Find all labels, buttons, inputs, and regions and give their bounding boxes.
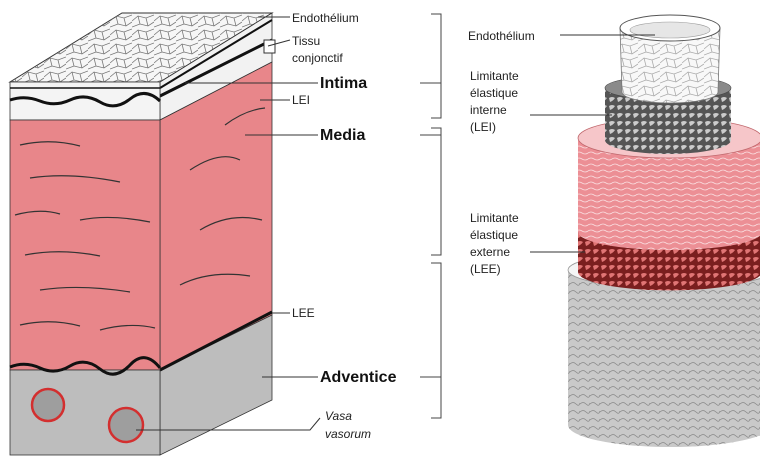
bracket-media: [420, 128, 441, 255]
label-lee-line1: Limitante: [470, 211, 519, 225]
block-front-media: [10, 120, 160, 370]
label-lee-line4: (LEE): [470, 262, 501, 276]
label-lei-line4: (LEI): [470, 120, 496, 134]
label-endothelium-right: Endothélium: [468, 29, 535, 43]
label-vasa: Vasa: [325, 409, 352, 423]
bracket-adventice: [420, 263, 441, 418]
label-vasorum: vasorum: [325, 427, 371, 441]
tissue-block: [10, 13, 272, 455]
label-lei-short: LEI: [292, 93, 310, 107]
vessel-telescope: [568, 15, 760, 447]
label-lee-line3: externe: [470, 245, 510, 259]
label-lei-line2: élastique: [470, 86, 518, 100]
label-lee-line2: élastique: [470, 228, 518, 242]
label-intima: Intima: [320, 75, 367, 92]
label-tissu: Tissu: [292, 34, 320, 48]
label-lei-line1: Limitante: [470, 69, 519, 83]
label-conjonctif: conjonctif: [292, 51, 343, 65]
vasa-vasorum-vessel: [32, 389, 64, 421]
vasa-vasorum-vessel: [109, 408, 143, 442]
label-lee-short: LEE: [292, 306, 315, 320]
label-endothelium-left: Endothélium: [292, 11, 359, 25]
label-media: Media: [320, 127, 365, 144]
bracket-intima: [420, 14, 441, 118]
label-lei-line3: interne: [470, 103, 507, 117]
label-adventice: Adventice: [320, 369, 397, 386]
